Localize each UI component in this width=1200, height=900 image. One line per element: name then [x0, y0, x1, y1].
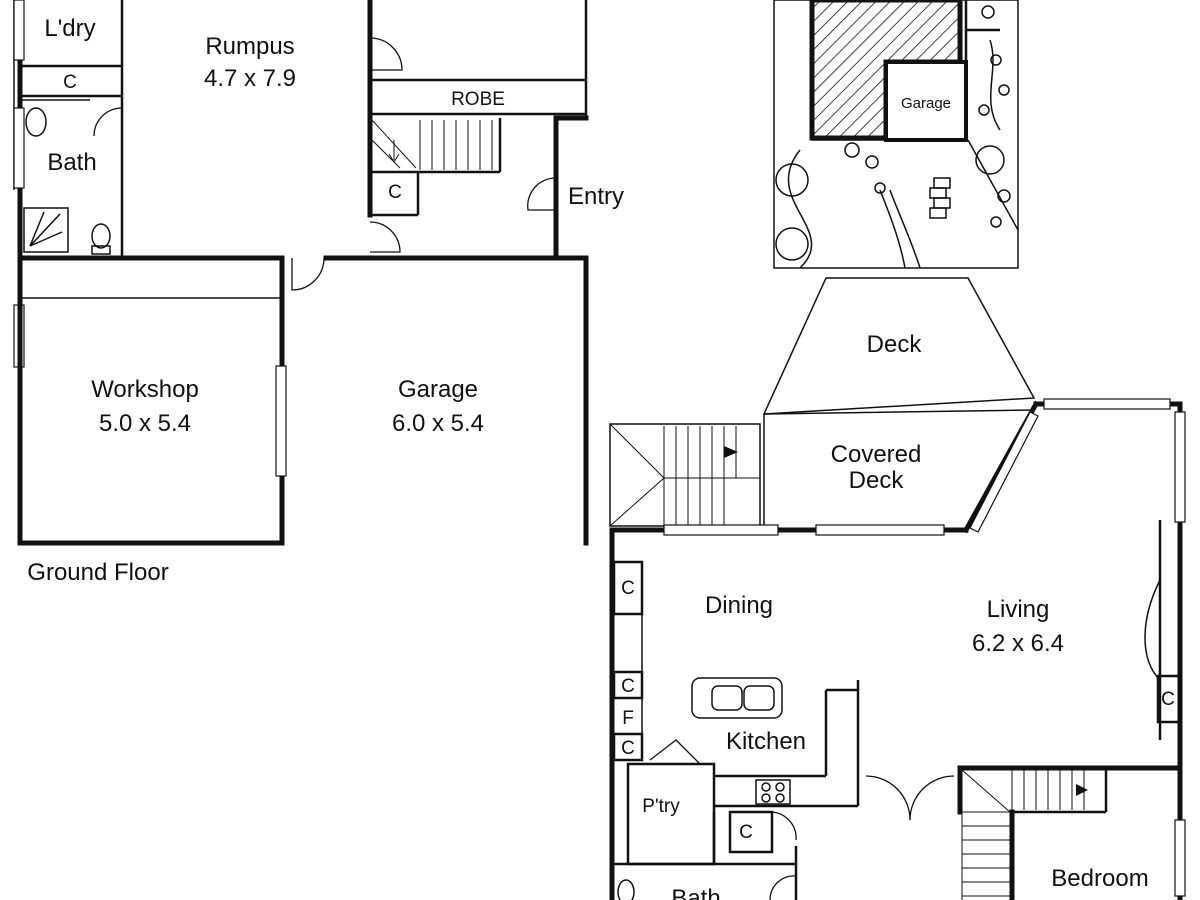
garage-label: Garage [398, 376, 478, 403]
deck-label: Deck [867, 331, 923, 358]
angled-window [969, 411, 1039, 533]
dining-label: Dining [705, 592, 773, 619]
living-window [1174, 411, 1186, 523]
pantry-label: P'try [642, 796, 680, 817]
bedroom-window [1174, 819, 1186, 897]
ground-floor-plan: L'dry C Bath Rumpus 4.7 x 7.9 ROBE C Ent… [13, 0, 624, 586]
living-label: Living [987, 596, 1050, 623]
workshop-label: Workshop [91, 376, 199, 403]
bedroom-label: Bedroom [1051, 865, 1148, 892]
covered-deck-label-1: Covered [831, 441, 922, 468]
cooktop-icon [755, 779, 791, 805]
top-window [1043, 398, 1171, 410]
laundry-window [13, 0, 25, 61]
paving-icon [929, 177, 951, 219]
hall-cupboard-label: C [739, 822, 753, 843]
shower [23, 207, 69, 253]
kitchen-cupboard-b-label: C [621, 738, 635, 759]
vanity-basin [25, 107, 47, 137]
deck-stairs [609, 423, 760, 527]
dining-window [663, 524, 779, 536]
deck [762, 277, 1036, 415]
kitchen-label: Kitchen [726, 728, 806, 755]
ground-bath-label: Bath [47, 149, 96, 176]
laundry-label: L'dry [44, 15, 95, 42]
site-garage-label: Garage [901, 95, 951, 112]
rumpus-size: 4.7 x 7.9 [204, 65, 296, 92]
garage-size: 6.0 x 5.4 [392, 410, 484, 437]
upper-stairs [961, 769, 1088, 900]
sliding-door [815, 524, 945, 536]
site-plan: Garage [773, 0, 1019, 269]
upper-floor-plan: Deck Covered Deck Dining Living 6.2 x 6.… [609, 277, 1186, 900]
living-cupboard-label: C [1161, 689, 1175, 710]
robe-label: ROBE [451, 89, 505, 110]
rumpus-label: Rumpus [205, 33, 294, 60]
bath-window [13, 107, 25, 189]
workshop-size: 5.0 x 5.4 [99, 410, 191, 437]
tree-icons [775, 5, 1011, 261]
living-size: 6.2 x 6.4 [972, 630, 1064, 657]
fridge-label: F [622, 708, 634, 729]
laundry-cupboard-label: C [63, 72, 77, 93]
entry-label: Entry [568, 183, 624, 210]
ground-stairs [371, 119, 493, 170]
toilet [91, 223, 111, 249]
stair-cupboard-label: C [388, 182, 402, 203]
kitchen-cupboard-a-label: C [621, 676, 635, 697]
workshop-window-right [275, 365, 287, 477]
sink-icon [711, 685, 743, 711]
ground-floor-caption: Ground Floor [27, 559, 168, 586]
kitchen-island [691, 677, 783, 719]
dining-cupboard-label: C [621, 578, 635, 599]
covered-deck-label-2: Deck [849, 467, 905, 494]
upper-bath-label: Bath [671, 885, 720, 900]
